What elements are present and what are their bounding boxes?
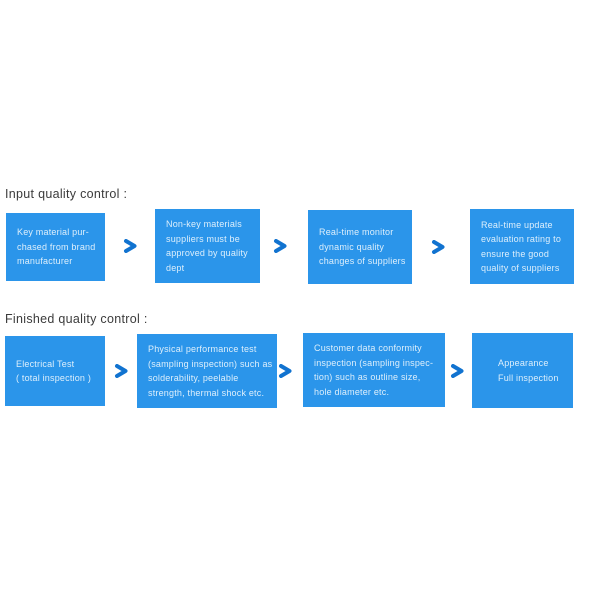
arrow-right-icon — [450, 364, 464, 378]
section-label-finished-quality-control: Finished quality control : — [5, 312, 148, 326]
box-customer-data-conformity: Customer data conformity inspection (sam… — [303, 333, 445, 407]
arrow-right-icon — [278, 364, 292, 378]
box-appearance-full-inspection: Appearance Full inspection — [472, 333, 573, 408]
step-text: Customer data conformity inspection (sam… — [314, 343, 434, 397]
box-key-material-purchased: Key material pur- chased from brand manu… — [6, 213, 105, 281]
step-text: Non-key materials suppliers must be appr… — [166, 219, 248, 273]
step-text: Real-time monitor dynamic quality change… — [319, 227, 406, 267]
arrow-right-icon — [123, 239, 137, 253]
arrow-right-icon — [431, 240, 445, 254]
box-physical-performance-test: Physical performance test (sampling insp… — [137, 334, 277, 408]
step-text: Physical performance test (sampling insp… — [148, 344, 273, 398]
step-text: Appearance Full inspection — [498, 358, 559, 383]
section-label-input-quality-control: Input quality control : — [5, 187, 128, 201]
step-text: Real-time update evaluation rating to en… — [481, 219, 562, 274]
box-electrical-test: Electrical Test ( total inspection ) — [5, 336, 105, 406]
arrow-right-icon — [114, 364, 128, 378]
step-text: Electrical Test ( total inspection ) — [16, 358, 92, 384]
arrow-right-icon — [273, 239, 287, 253]
step-text: Key material pur- chased from brand manu… — [17, 227, 96, 267]
box-real-time-monitor-suppliers: Real-time monitor dynamic quality change… — [308, 210, 412, 284]
box-non-key-suppliers-approved: Non-key materials suppliers must be appr… — [155, 209, 260, 283]
box-real-time-update-rating: Real-time update evaluation rating to en… — [470, 209, 574, 284]
